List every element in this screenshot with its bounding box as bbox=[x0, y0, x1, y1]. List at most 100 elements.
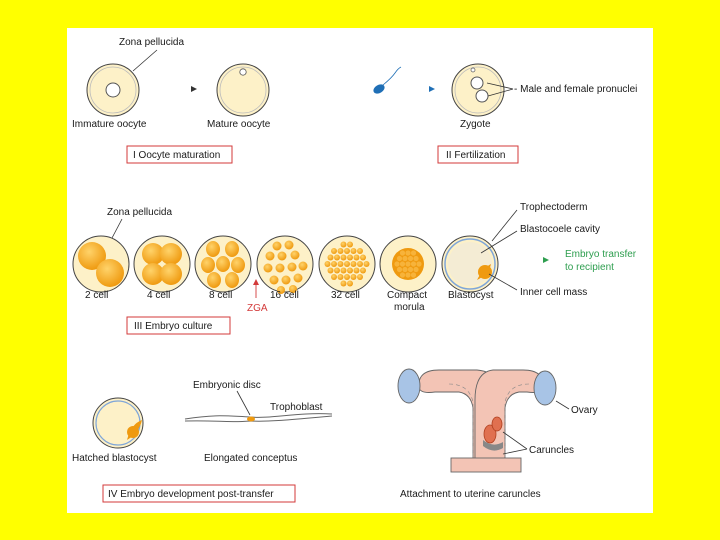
section-1-box bbox=[126, 145, 233, 164]
stage-4-cell-label: 4 cell bbox=[147, 290, 170, 301]
mature-oocyte bbox=[216, 63, 270, 117]
blastomere bbox=[357, 274, 363, 280]
blastomere bbox=[331, 274, 337, 280]
embryo-16-cell bbox=[256, 235, 314, 294]
zona-pointer-1 bbox=[132, 49, 158, 72]
section-4-box bbox=[102, 484, 296, 503]
embryo-4-cell bbox=[133, 235, 191, 293]
ovary-label: Ovary bbox=[571, 405, 598, 416]
zga-label: ZGA bbox=[247, 303, 268, 314]
mature-oocyte-label: Mature oocyte bbox=[207, 119, 271, 130]
stage-32-cell-label: 32 cell bbox=[331, 290, 360, 301]
blastomere bbox=[334, 254, 340, 261]
blastomere bbox=[340, 254, 347, 261]
blastocyst bbox=[441, 235, 499, 293]
embryo-2-cell bbox=[72, 235, 130, 293]
morula-cell bbox=[394, 261, 400, 267]
caruncles-label: Caruncles bbox=[529, 445, 574, 456]
arrow-1-icon bbox=[191, 86, 197, 92]
blastomere bbox=[357, 248, 363, 254]
blastomere bbox=[353, 254, 360, 261]
embryo-8-cell bbox=[194, 235, 252, 293]
blastocoele-label: Blastocoele cavity bbox=[520, 224, 600, 235]
blastomere bbox=[327, 267, 334, 274]
morula-cell bbox=[405, 261, 411, 267]
blastomere bbox=[324, 261, 331, 267]
morula-cell bbox=[410, 261, 417, 267]
stage-8-cell-label: 8 cell bbox=[209, 290, 232, 301]
hatched-blastocyst-label: Hatched blastocyst bbox=[72, 453, 157, 464]
embryo-32-cell bbox=[318, 235, 376, 293]
hatched-blastocyst bbox=[92, 397, 144, 449]
morula-cell bbox=[405, 250, 411, 256]
ovary-pointer bbox=[555, 400, 570, 410]
zona-pointer-2 bbox=[111, 218, 123, 239]
blastomere bbox=[331, 248, 337, 254]
section-2-box bbox=[437, 145, 519, 164]
stage-16-cell-label: 16 cell bbox=[270, 290, 299, 301]
morula-cell bbox=[413, 255, 419, 262]
zygote bbox=[451, 63, 505, 117]
blastomere bbox=[334, 267, 340, 274]
blastomere bbox=[344, 274, 350, 280]
zona-pellucida-label-2: Zona pellucida bbox=[107, 207, 172, 218]
morula-cell bbox=[416, 261, 422, 267]
blastomere bbox=[357, 261, 363, 267]
blastomere bbox=[350, 261, 357, 267]
immature-oocyte-label: Immature oocyte bbox=[72, 119, 147, 130]
morula-cell bbox=[396, 266, 403, 273]
caruncles-pointer-2 bbox=[502, 448, 528, 455]
embryo-transfer-label-2: to recipient bbox=[565, 262, 614, 273]
zga-arrowhead-icon bbox=[253, 279, 259, 285]
uterus bbox=[397, 368, 557, 473]
elongated-conceptus bbox=[184, 413, 333, 423]
morula-cell bbox=[396, 255, 403, 262]
trophectoderm-pointer bbox=[491, 209, 518, 242]
zona-pellucida-label-1: Zona pellucida bbox=[119, 37, 184, 48]
compact-morula bbox=[379, 235, 437, 293]
inner-cell-mass-label: Inner cell mass bbox=[520, 287, 587, 298]
morula-cell bbox=[402, 255, 408, 262]
blastomere bbox=[347, 254, 353, 261]
blastomere bbox=[337, 274, 344, 280]
morula-cell bbox=[399, 250, 406, 256]
morula-cell bbox=[405, 272, 411, 278]
blastomere bbox=[337, 261, 344, 267]
section-3-title: III Embryo culture bbox=[134, 321, 213, 332]
embryonic-disc-pointer bbox=[236, 390, 251, 416]
trophectoderm-label: Trophectoderm bbox=[520, 202, 587, 213]
blastomere bbox=[340, 241, 347, 248]
blastomere bbox=[350, 248, 357, 254]
caruncles-pointer-1 bbox=[502, 431, 528, 450]
blastomere bbox=[353, 267, 360, 274]
section-3-box bbox=[126, 316, 231, 335]
attachment-label: Attachment to uterine caruncles bbox=[400, 489, 541, 500]
pronuclei-pointer-1 bbox=[486, 82, 514, 90]
blastomere bbox=[347, 267, 353, 274]
stage-blastocyst-label: Blastocyst bbox=[448, 290, 494, 301]
blastomere bbox=[331, 261, 337, 267]
morula-cell bbox=[410, 250, 417, 256]
elongated-conceptus-label: Elongated conceptus bbox=[204, 453, 297, 464]
pronuclei-label: - Male and female pronuclei bbox=[514, 84, 637, 95]
blastomere bbox=[337, 248, 344, 254]
embryo-development-diagram: Zona pellucida Immature oocyte Mature oo… bbox=[72, 37, 637, 503]
immature-oocyte bbox=[86, 63, 140, 117]
stage-compact-label: Compact bbox=[387, 290, 427, 301]
morula-cell bbox=[407, 255, 414, 262]
morula-cell bbox=[407, 266, 414, 273]
blastomere bbox=[347, 280, 353, 287]
blastomere bbox=[360, 267, 366, 274]
trophoblast-label: Trophoblast bbox=[270, 402, 323, 413]
icm-pointer bbox=[488, 273, 518, 291]
sperm bbox=[373, 66, 402, 94]
blastomere bbox=[340, 280, 347, 287]
morula-cell bbox=[413, 266, 419, 273]
morula-cell bbox=[402, 266, 408, 273]
stage-2-cell-label: 2 cell bbox=[85, 290, 108, 301]
blastomere bbox=[363, 261, 370, 267]
morula-cell bbox=[399, 261, 406, 267]
morula-cell bbox=[399, 272, 406, 278]
embryonic-disc-label: Embryonic disc bbox=[193, 380, 261, 391]
pronuclei-pointer-2 bbox=[487, 88, 514, 97]
